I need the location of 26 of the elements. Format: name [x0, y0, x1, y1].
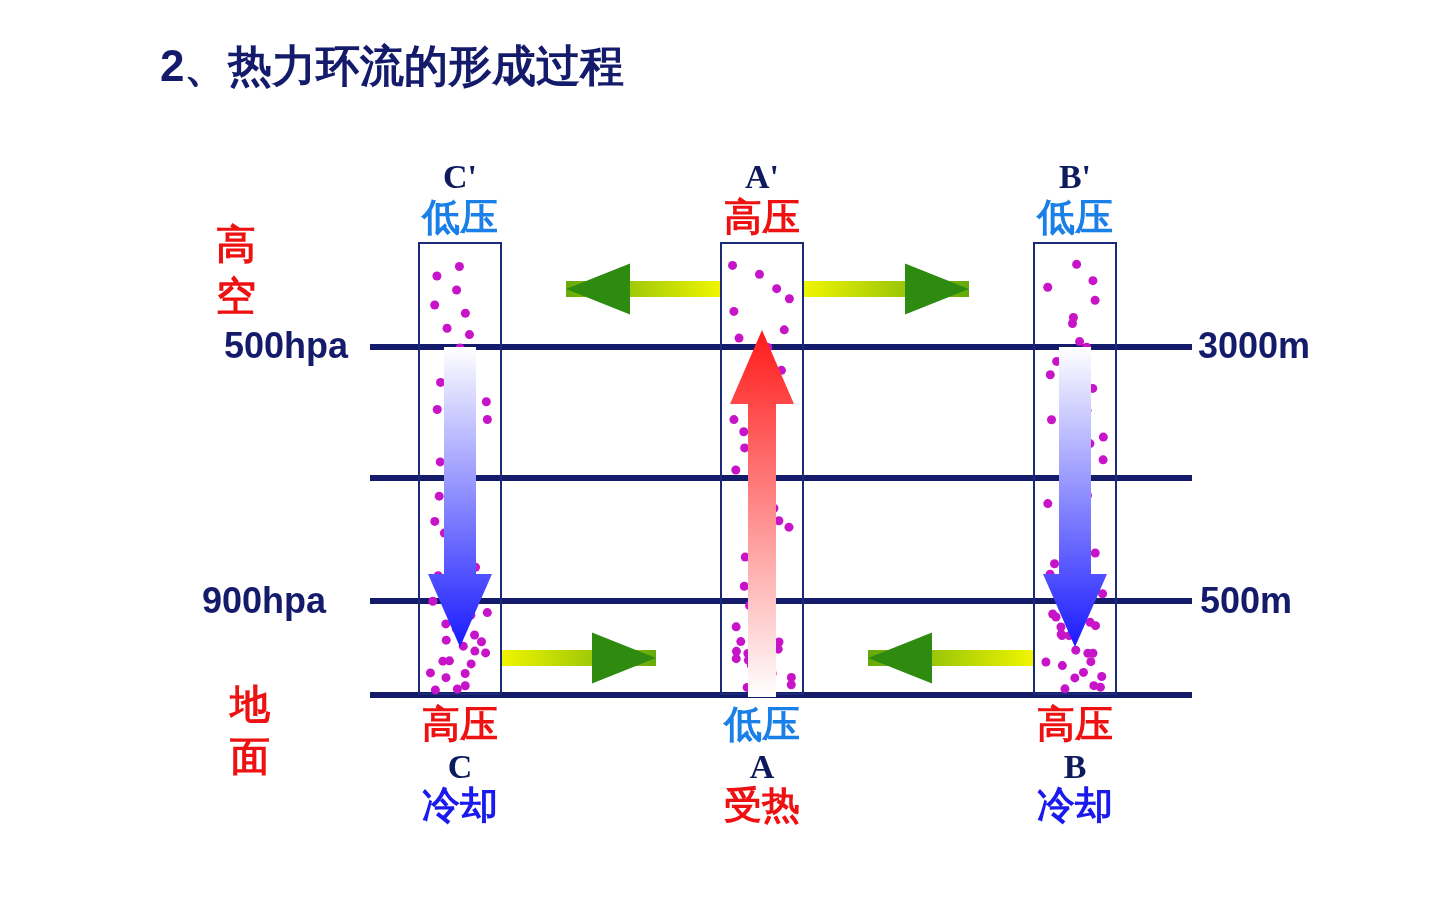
- height-value: 500m: [1200, 583, 1293, 619]
- point-letter: A: [748, 750, 776, 784]
- altitude-label: 高空: [216, 221, 257, 320]
- pressure-value: 900hpa: [202, 583, 327, 619]
- point-letter: B': [1057, 160, 1093, 194]
- pressure-label: 高压: [723, 198, 801, 236]
- arrow: [566, 263, 720, 315]
- pressure-label: 高压: [1036, 705, 1114, 743]
- pressure-label: 低压: [1035, 198, 1114, 236]
- pressure-label: 高压: [421, 705, 499, 743]
- point-letter: C: [446, 750, 474, 784]
- point-letter: B: [1062, 750, 1088, 784]
- arrow: [868, 632, 1033, 684]
- point-letter: C': [442, 160, 478, 194]
- height-value: 3000m: [1198, 328, 1311, 364]
- pressure-label: 低压: [722, 705, 801, 743]
- state-label: 受热: [723, 786, 801, 824]
- pressure-label: 低压: [420, 198, 499, 236]
- state-label: 冷却: [1036, 786, 1114, 824]
- title: 2、热力环流的形成过程: [160, 44, 625, 88]
- state-label: 冷却: [421, 786, 499, 824]
- point-letter: A': [744, 160, 780, 194]
- ground-label: 地面: [230, 681, 271, 780]
- arrow: [804, 263, 969, 315]
- pressure-value: 500hpa: [224, 328, 349, 364]
- arrow: [502, 632, 656, 684]
